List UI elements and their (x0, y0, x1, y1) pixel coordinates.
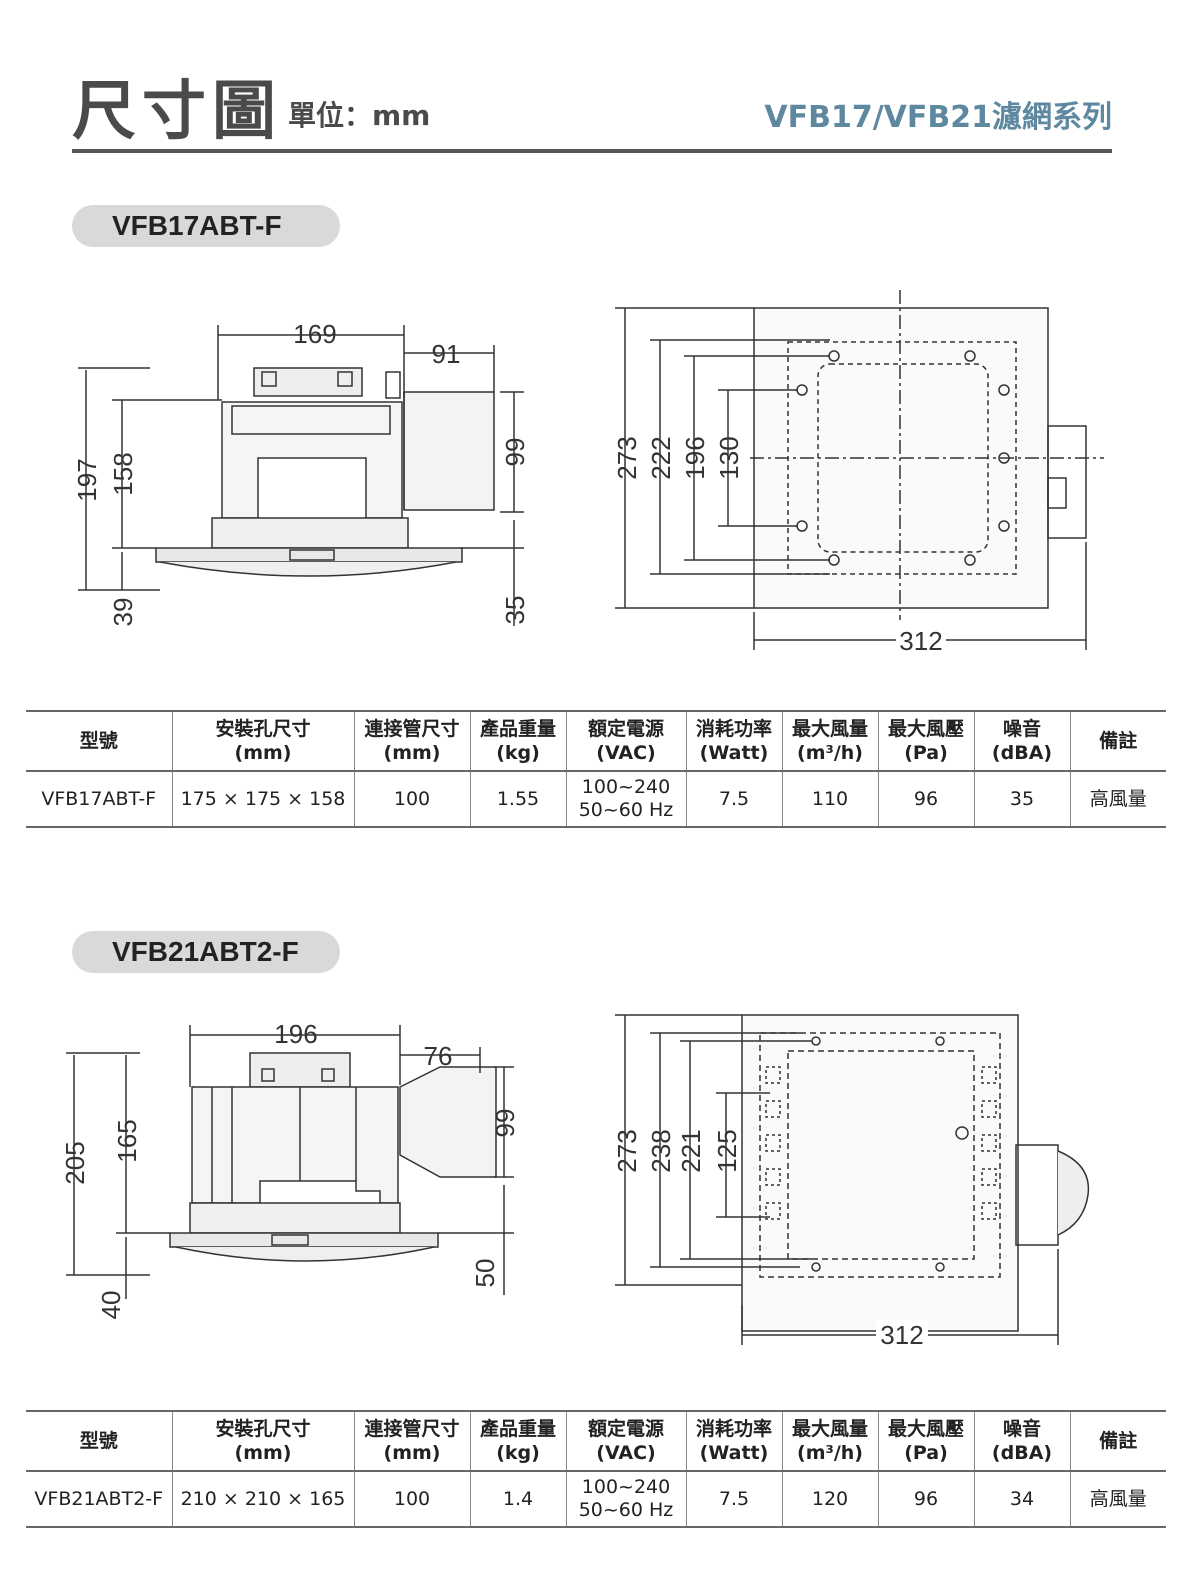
dimension-drawing-vfb17: 169 91 197 158 39 99 35 273 222 196 130 … (72, 290, 1104, 656)
cell-watt: 7.5 (685, 771, 783, 827)
col-model: 型號 (26, 1411, 173, 1471)
dim-duct-diameter: 99 (490, 1109, 520, 1138)
cell-hole-size: 210 × 210 × 165 (171, 1471, 355, 1527)
col-power: 額定電源(VAC) (565, 1411, 687, 1471)
col-model: 型號 (26, 711, 173, 771)
dim-duct-diameter: 99 (500, 438, 530, 467)
dim-duct-offset: 50 (470, 1259, 500, 1288)
dim-top-h3: 221 (676, 1129, 706, 1172)
table-row: VFB17ABT-F 175 × 175 × 158 100 1.55 100~… (26, 771, 1166, 827)
col-duct-size: 連接管尺寸(mm) (353, 711, 471, 771)
dim-top-h1: 273 (612, 1129, 642, 1172)
dim-side-width: 169 (293, 319, 336, 349)
col-pressure: 最大風壓(Pa) (877, 711, 975, 771)
cell-model: VFB21ABT2-F (26, 1471, 173, 1527)
col-note: 備註 (1069, 1411, 1166, 1471)
series-title: VFB17/VFB21濾網系列 (764, 100, 1112, 135)
col-note: 備註 (1069, 711, 1166, 771)
col-airflow: 最大風量(m³/h) (781, 1411, 879, 1471)
dim-top-h4: 125 (712, 1129, 742, 1172)
dim-total-height: 205 (60, 1141, 90, 1184)
col-duct-size: 連接管尺寸(mm) (353, 1411, 471, 1471)
cell-watt: 7.5 (685, 1471, 783, 1527)
col-airflow: 最大風量(m³/h) (781, 711, 879, 771)
cell-duct-size: 100 (353, 771, 471, 827)
cell-duct-size: 100 (353, 1471, 471, 1527)
table-header-row: 型號 安裝孔尺寸(mm) 連接管尺寸(mm) 產品重量(kg) 額定電源(VAC… (26, 1411, 1166, 1471)
cell-weight: 1.55 (469, 771, 567, 827)
col-noise: 噪音(dBA) (973, 711, 1071, 771)
dim-grille-height: 39 (108, 598, 138, 627)
dim-top-h2: 238 (646, 1129, 676, 1172)
cell-pressure: 96 (877, 1471, 975, 1527)
table-row: VFB21ABT2-F 210 × 210 × 165 100 1.4 100~… (26, 1471, 1166, 1527)
cell-weight: 1.4 (469, 1471, 567, 1527)
col-noise: 噪音(dBA) (973, 1411, 1071, 1471)
dim-total-height: 197 (72, 458, 102, 501)
dim-top-h3: 196 (680, 436, 710, 479)
model-badge-vfb21: VFB21ABT2-F (72, 931, 340, 973)
cell-noise: 34 (973, 1471, 1071, 1527)
cell-hole-size: 175 × 175 × 158 (171, 771, 355, 827)
cell-note: 高風量 (1069, 771, 1166, 827)
dim-grille-height: 40 (96, 1291, 126, 1320)
spec-table-vfb17: 型號 安裝孔尺寸(mm) 連接管尺寸(mm) 產品重量(kg) 額定電源(VAC… (26, 710, 1166, 828)
dimension-drawing-vfb21: 196 76 205 165 40 99 50 273 238 221 125 … (60, 1014, 1090, 1350)
col-hole-size: 安裝孔尺寸(mm) (171, 711, 355, 771)
header-divider (72, 149, 1112, 153)
col-weight: 產品重量(kg) (469, 711, 567, 771)
col-watt: 消耗功率(Watt) (685, 1411, 783, 1471)
dim-duct-length: 91 (432, 339, 461, 369)
cell-airflow: 110 (781, 771, 879, 827)
col-watt: 消耗功率(Watt) (685, 711, 783, 771)
cell-pressure: 96 (877, 771, 975, 827)
dim-top-width: 312 (899, 626, 942, 656)
page-title: 尺寸圖 (72, 75, 282, 149)
dim-body-height: 165 (112, 1119, 142, 1162)
col-hole-size: 安裝孔尺寸(mm) (171, 1411, 355, 1471)
spec-table-vfb21: 型號 安裝孔尺寸(mm) 連接管尺寸(mm) 產品重量(kg) 額定電源(VAC… (26, 1410, 1166, 1528)
dim-body-height: 158 (108, 452, 138, 495)
cell-model: VFB17ABT-F (26, 771, 173, 827)
dim-top-width: 312 (880, 1320, 923, 1350)
cell-airflow: 120 (781, 1471, 879, 1527)
dim-side-width: 196 (274, 1019, 317, 1049)
cell-noise: 35 (973, 771, 1071, 827)
dim-top-h1: 273 (612, 436, 642, 479)
dim-duct-length: 76 (424, 1041, 453, 1071)
unit-label: 單位：mm (288, 99, 431, 132)
dim-top-h4: 130 (714, 436, 744, 479)
col-weight: 產品重量(kg) (469, 1411, 567, 1471)
table-header-row: 型號 安裝孔尺寸(mm) 連接管尺寸(mm) 產品重量(kg) 額定電源(VAC… (26, 711, 1166, 771)
dim-duct-offset: 35 (500, 596, 530, 625)
model-badge-vfb17: VFB17ABT-F (72, 205, 340, 247)
col-pressure: 最大風壓(Pa) (877, 1411, 975, 1471)
dim-top-h2: 222 (646, 436, 676, 479)
col-power: 額定電源(VAC) (565, 711, 687, 771)
cell-note: 高風量 (1069, 1471, 1166, 1527)
